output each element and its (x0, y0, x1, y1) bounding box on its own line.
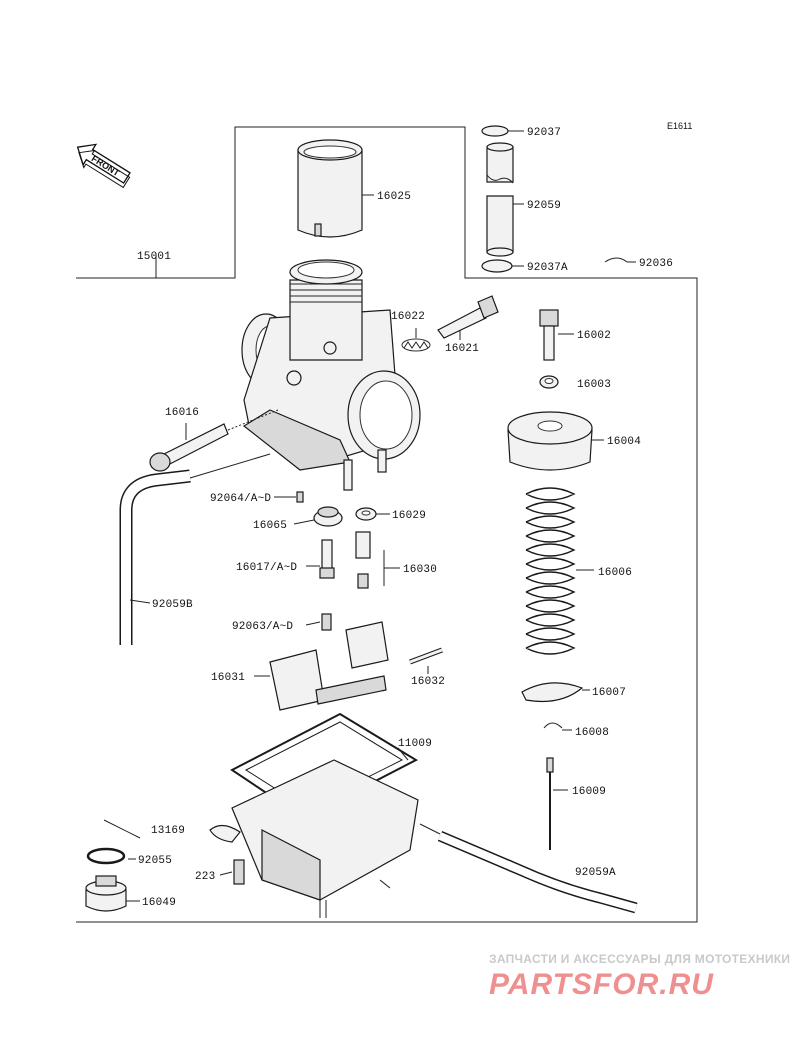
part-16032-pin (409, 647, 443, 665)
label-16008: 16008 (575, 727, 609, 739)
label-11009: 11009 (398, 738, 432, 750)
label-16032: 16032 (411, 676, 445, 688)
label-92059B: 92059B (152, 599, 193, 611)
label-16016: 16016 (165, 407, 199, 419)
part-16065-holder (313, 506, 343, 527)
part-92059B-hose (119, 453, 271, 645)
part-92063-main-jet (321, 613, 332, 631)
part-16049-drain-plug (85, 875, 127, 912)
label-13169: 13169 (151, 825, 185, 837)
label-16009: 16009 (572, 786, 606, 798)
label-92063: 92063/A~D (232, 621, 293, 633)
label-16004: 16004 (607, 436, 641, 448)
part-16030-pilot-jet (355, 531, 385, 589)
part-92037A-clip (481, 259, 524, 273)
label-15001: 15001 (137, 251, 171, 263)
label-16006: 16006 (598, 567, 632, 579)
label-16029: 16029 (392, 510, 426, 522)
part-16017-needle-jet (319, 539, 335, 579)
part-16003-nut (539, 375, 559, 389)
part-16004-cap (507, 411, 604, 471)
assembly-frame (76, 126, 698, 923)
label-16022: 16022 (391, 311, 425, 323)
part-223-screw (233, 859, 245, 885)
label-223: 223 (195, 871, 215, 883)
part-92059-tube-upper (486, 142, 514, 184)
label-92059A: 92059A (575, 867, 616, 879)
part-16025-throttle-valve (297, 139, 374, 238)
part-92059A-hose (379, 823, 638, 914)
label-16002: 16002 (577, 330, 611, 342)
part-16006-spring (525, 487, 594, 655)
part-92055-o-ring (86, 819, 141, 865)
front-arrow-icon: FRONT (76, 143, 131, 189)
label-16031: 16031 (211, 672, 245, 684)
label-16065: 16065 (253, 520, 287, 532)
watermark-brand: PARTSFOR.RU (489, 968, 714, 1001)
part-labels: 92037 92059 92037A 92036 16025 15001 160… (137, 127, 673, 909)
part-16007-plate (521, 682, 590, 703)
label-16021: 16021 (445, 343, 479, 355)
label-16049: 16049 (142, 897, 176, 909)
label-92055: 92055 (138, 855, 172, 867)
label-92037A: 92037A (527, 262, 568, 274)
part-float-bowl (209, 759, 419, 918)
label-92064: 92064/A~D (210, 493, 271, 505)
label-16007: 16007 (592, 687, 626, 699)
figure-code: E1611 (667, 121, 692, 131)
part-16016-choke-plunger (149, 409, 279, 472)
leader-lines (126, 496, 429, 902)
label-92059: 92059 (527, 200, 561, 212)
part-16031-float (269, 621, 389, 711)
part-92064-jet (296, 491, 304, 503)
part-92037-clip (481, 125, 524, 137)
label-16017: 16017/A~D (236, 562, 297, 574)
watermark-tagline: ЗАПЧАСТИ И АКСЕССУАРЫ ДЛЯ МОТОТЕХНИКИ (489, 952, 790, 966)
label-16025: 16025 (377, 191, 411, 203)
label-92037: 92037 (527, 127, 561, 139)
label-92036: 92036 (639, 258, 673, 270)
part-16029-washer (355, 507, 377, 521)
part-15001-carburetor-body (155, 253, 421, 491)
part-16009-jet-needle (546, 757, 568, 850)
part-92059-tube-lower (486, 195, 524, 257)
label-16003: 16003 (577, 379, 611, 391)
part-16008-clip (543, 722, 572, 731)
part-16002-cable-adjuster (539, 309, 574, 361)
part-92036-clip (604, 257, 636, 263)
watermark: ЗАПЧАСТИ И АКСЕССУАРЫ ДЛЯ МОТОТЕХНИКИ PA… (489, 952, 790, 1001)
part-16022-spring (401, 328, 431, 352)
part-16021-idle-screw (437, 295, 499, 340)
label-16030: 16030 (403, 564, 437, 576)
